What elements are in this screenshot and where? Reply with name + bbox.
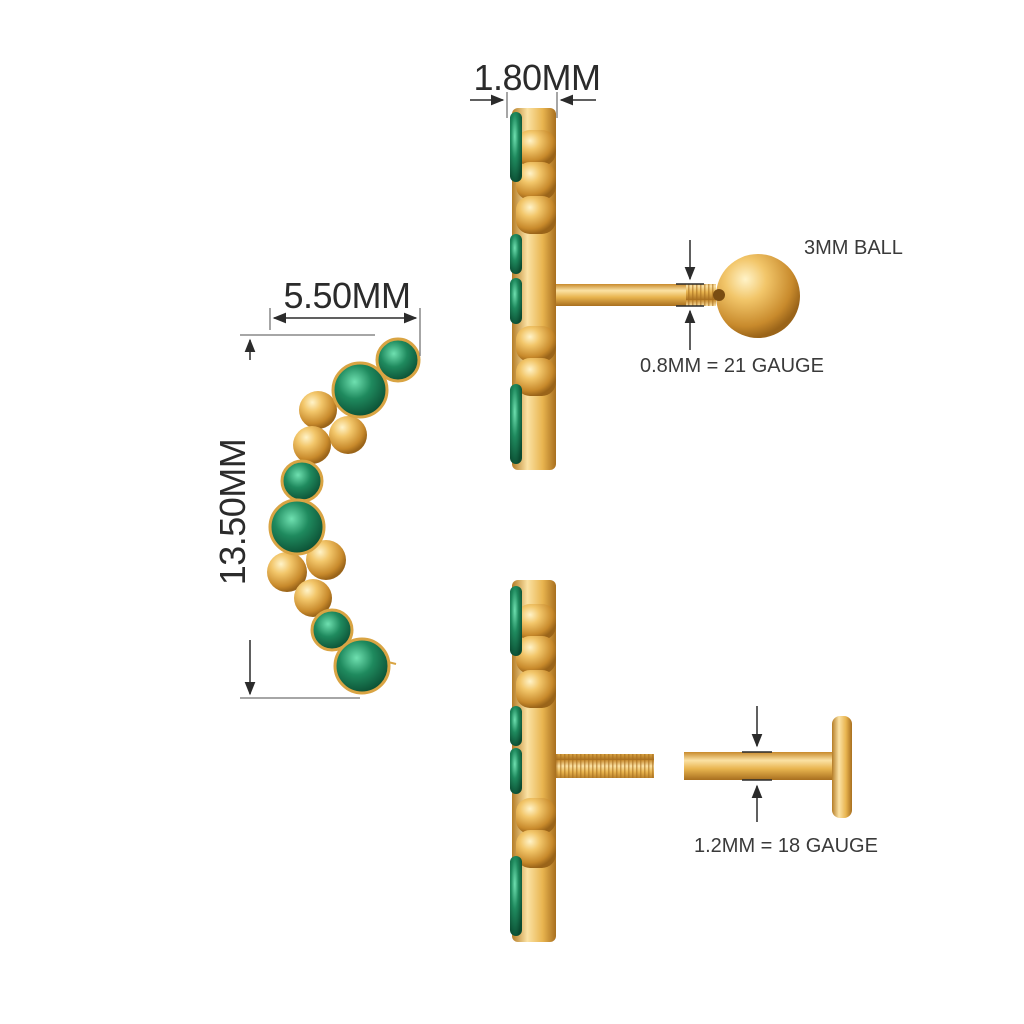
gold-bead-icon <box>267 391 367 617</box>
width-front-label: 5.50MM <box>283 275 410 316</box>
width-dimension-front <box>269 308 421 356</box>
emerald-stone-icon <box>268 337 421 695</box>
flat-back-disc-icon <box>832 716 852 818</box>
height-dimension-front <box>240 334 375 699</box>
gauge-thick-dimension <box>742 706 772 822</box>
gauge-thick-label: 1.2MM = 18 GAUGE <box>694 835 878 857</box>
ball-label: 3MM BALL <box>804 237 903 259</box>
ball-end-icon <box>713 254 800 338</box>
front-view-earring <box>267 337 421 695</box>
width-dimension-side <box>470 92 596 118</box>
side-view-bottom <box>510 580 852 942</box>
gauge-thin-dimension <box>676 240 704 350</box>
side-view-top <box>510 108 800 470</box>
width-side-label: 1.80MM <box>473 57 600 98</box>
gauge-thin-label: 0.8MM = 21 GAUGE <box>640 355 824 377</box>
height-front-label: 13.50MM <box>212 439 253 586</box>
